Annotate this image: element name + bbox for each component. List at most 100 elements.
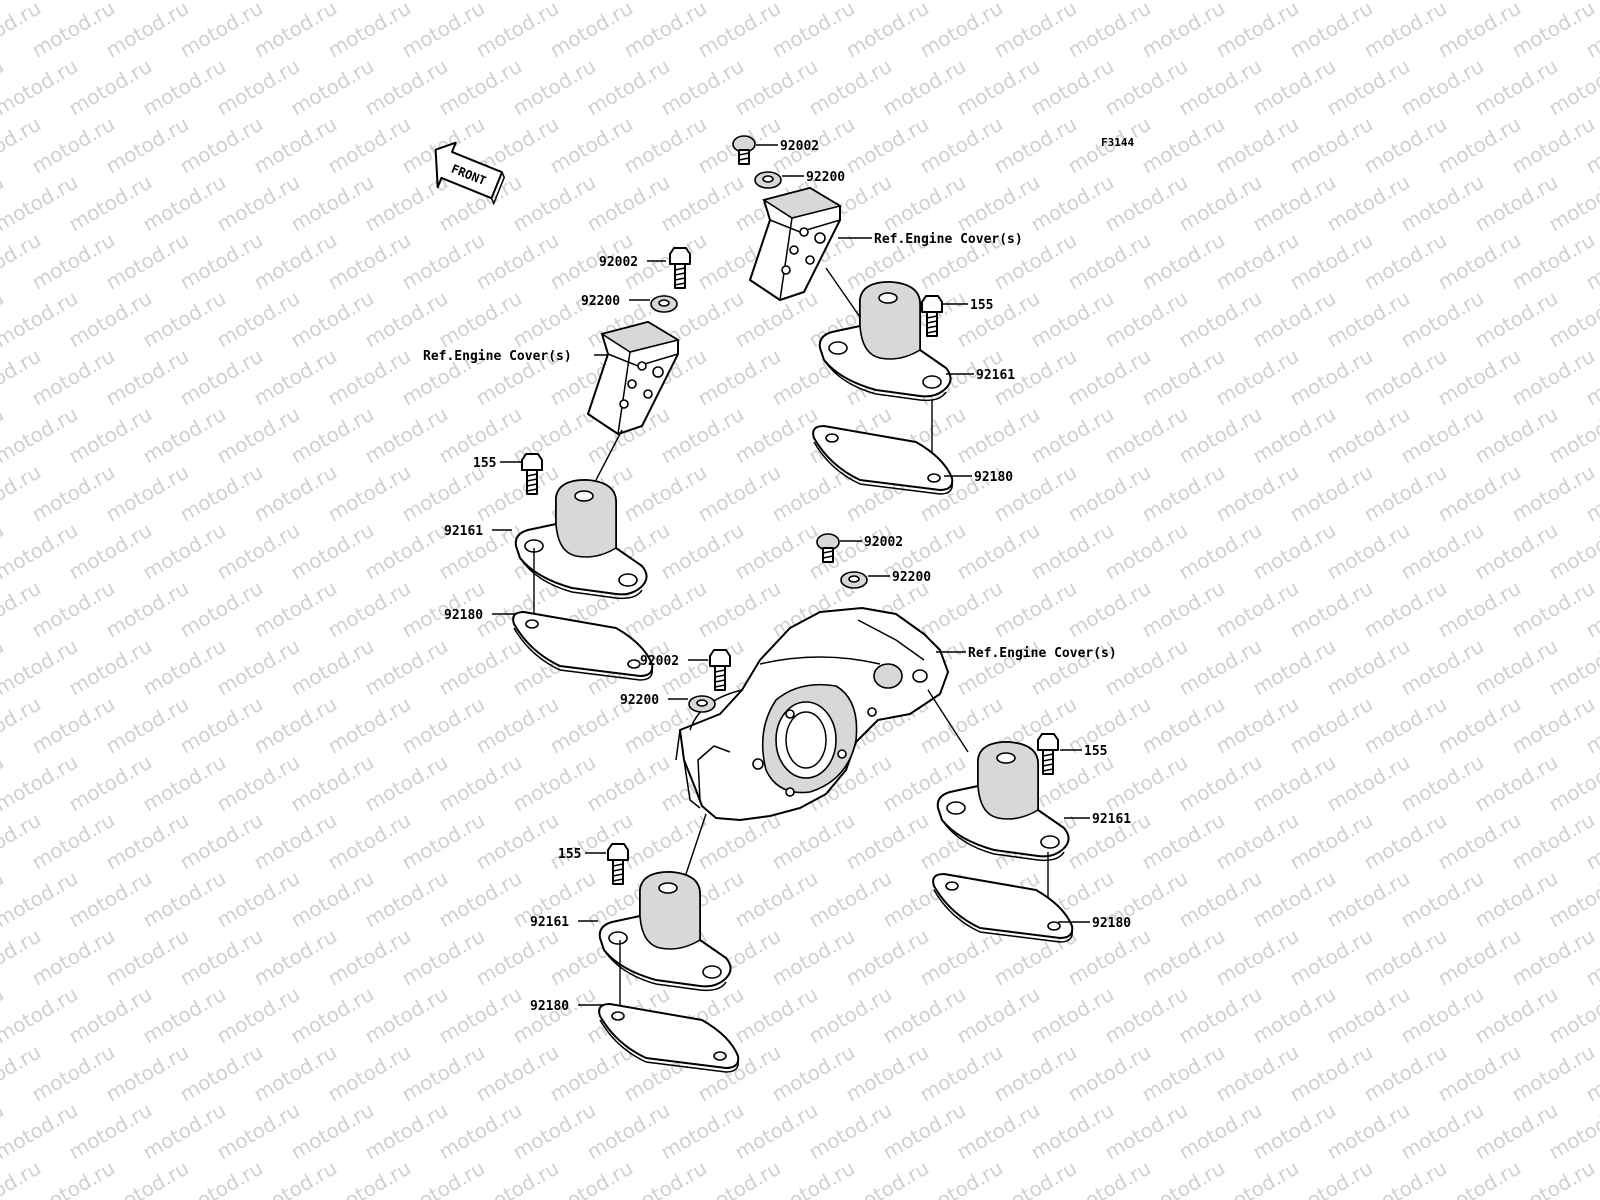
watermark-text: motod.ru [1138, 692, 1229, 759]
label-92002: 92002 [780, 139, 819, 154]
watermark-text: motod.ru [287, 402, 378, 469]
watermark-text: motod.ru [102, 112, 193, 179]
watermark-text: motod.ru [324, 692, 415, 759]
watermark-text: motod.ru [287, 866, 378, 933]
watermark-text: motod.ru [1471, 982, 1562, 1049]
watermark-text: motod.ru [28, 228, 119, 295]
watermark-text: motod.ru [953, 170, 1044, 237]
watermark-text: motod.ru [879, 170, 970, 237]
label-92002: 92002 [599, 255, 638, 270]
watermark-text: motod.ru [324, 924, 415, 991]
watermark-text: motod.ru [65, 634, 156, 701]
watermark-text: motod.ru [398, 692, 489, 759]
watermark-text: motod.ru [1471, 54, 1562, 121]
watermark-text: motod.ru [1397, 402, 1488, 469]
watermark-text: motod.ru [250, 228, 341, 295]
watermark-text: motod.ru [805, 54, 896, 121]
watermark-text: motod.ru [805, 982, 896, 1049]
front-arrow-icon: FRONT [434, 141, 506, 206]
watermark-text: motod.ru [1175, 54, 1266, 121]
watermark-text: motod.ru [176, 692, 267, 759]
watermark-text: motod.ru [1138, 460, 1229, 527]
watermark-text: motod.ru [842, 1040, 933, 1107]
label-92180: 92180 [530, 999, 569, 1014]
watermark-text: motod.ru [1101, 1098, 1192, 1165]
watermark-text: motod.ru [324, 576, 415, 643]
watermark-text: motod.ru [1286, 808, 1377, 875]
watermark-text: motod.ru [583, 170, 674, 237]
watermark-text: motod.ru [1027, 518, 1118, 585]
watermark-text: motod.ru [1360, 692, 1451, 759]
watermark-text: motod.ru [1101, 518, 1192, 585]
watermark-text: motod.ru [1175, 518, 1266, 585]
watermark-text: motod.ru [435, 1098, 526, 1165]
watermark-text: motod.ru [1397, 286, 1488, 353]
lower-right-mount-group: 155 92161 92180 [932, 733, 1131, 943]
watermark-text: motod.ru [102, 0, 193, 62]
watermark-text: motod.ru [1101, 54, 1192, 121]
label-92200: 92200 [892, 570, 931, 585]
watermark-text: motod.ru [1212, 692, 1303, 759]
watermark-text: motod.ru [65, 518, 156, 585]
watermark-text: motod.ru [435, 286, 526, 353]
watermark-text: motod.ru [324, 808, 415, 875]
center-engine-cover-group: 92002 92200 Ref.Engine Cover(s) 92002 [620, 533, 1117, 875]
watermark-text: motod.ru [953, 518, 1044, 585]
watermark-text: motod.ru [324, 112, 415, 179]
label-ref-engine-cover: Ref.Engine Cover(s) [423, 349, 572, 364]
figure-code: F3144 [1101, 136, 1134, 149]
watermark-text: motod.ru [990, 576, 1081, 643]
watermark-text: motod.ru [1249, 402, 1340, 469]
watermark-text: motod.ru [879, 982, 970, 1049]
watermark-text: motod.ru [1138, 112, 1229, 179]
watermark-text: motod.ru [1027, 982, 1118, 1049]
watermark-text: motod.ru [1212, 924, 1303, 991]
watermark-text: motod.ru [1508, 692, 1599, 759]
watermark-text: motod.ru [1360, 576, 1451, 643]
watermark-text: motod.ru [1323, 54, 1414, 121]
label-155: 155 [558, 847, 581, 862]
watermark-text: motod.ru [509, 170, 600, 237]
watermark-text: motod.ru [28, 344, 119, 411]
label-ref-engine-cover: Ref.Engine Cover(s) [968, 646, 1117, 661]
watermark-text: motod.ru [1434, 460, 1525, 527]
watermark-text: motod.ru [1175, 866, 1266, 933]
watermark-text: motod.ru [509, 54, 600, 121]
label-ref-engine-cover: Ref.Engine Cover(s) [874, 232, 1023, 247]
watermark-text: motod.ru [1064, 576, 1155, 643]
watermark-text: motod.ru [1397, 866, 1488, 933]
watermark-text: motod.ru [1471, 866, 1562, 933]
watermark-text: motod.ru [1471, 170, 1562, 237]
lower-left-mount-group: 155 92161 92180 [530, 843, 740, 1073]
watermark-text: motod.ru [953, 1098, 1044, 1165]
watermark-text: motod.ru [953, 634, 1044, 701]
top-right-mount-group: 92002 92200 Ref.Engine Cover(s) 155 9216… [732, 135, 1023, 495]
watermark-text: motod.ru [28, 576, 119, 643]
watermark-text: motod.ru [768, 924, 859, 991]
watermark-text: motod.ru [1101, 170, 1192, 237]
watermark-text: motod.ru [1471, 1098, 1562, 1165]
watermark-text: motod.ru [1249, 1098, 1340, 1165]
watermark-text: motod.ru [1101, 750, 1192, 817]
watermark-text: motod.ru [1360, 344, 1451, 411]
watermark-text: motod.ru [102, 1040, 193, 1107]
watermark-text: motod.ru [694, 344, 785, 411]
watermark-text: motod.ru [1249, 982, 1340, 1049]
watermark-text: motod.ru [398, 1040, 489, 1107]
watermark-text: motod.ru [1064, 924, 1155, 991]
watermark-text: motod.ru [916, 0, 1007, 62]
watermark-text: motod.ru [1212, 0, 1303, 62]
watermark-text: motod.ru [1138, 1040, 1229, 1107]
watermark-text: motod.ru [250, 924, 341, 991]
watermark-text: motod.ru [139, 866, 230, 933]
watermark-text: motod.ru [1323, 866, 1414, 933]
watermark-text: motod.ru [213, 1098, 304, 1165]
watermark-text: motod.ru [361, 634, 452, 701]
watermark-text: motod.ru [805, 866, 896, 933]
watermark-text: motod.ru [1027, 54, 1118, 121]
watermark-text: motod.ru [1360, 0, 1451, 62]
watermark-text: motod.ru [176, 1040, 267, 1107]
watermark-text: motod.ru [1249, 750, 1340, 817]
watermark-text: motod.ru [1064, 0, 1155, 62]
